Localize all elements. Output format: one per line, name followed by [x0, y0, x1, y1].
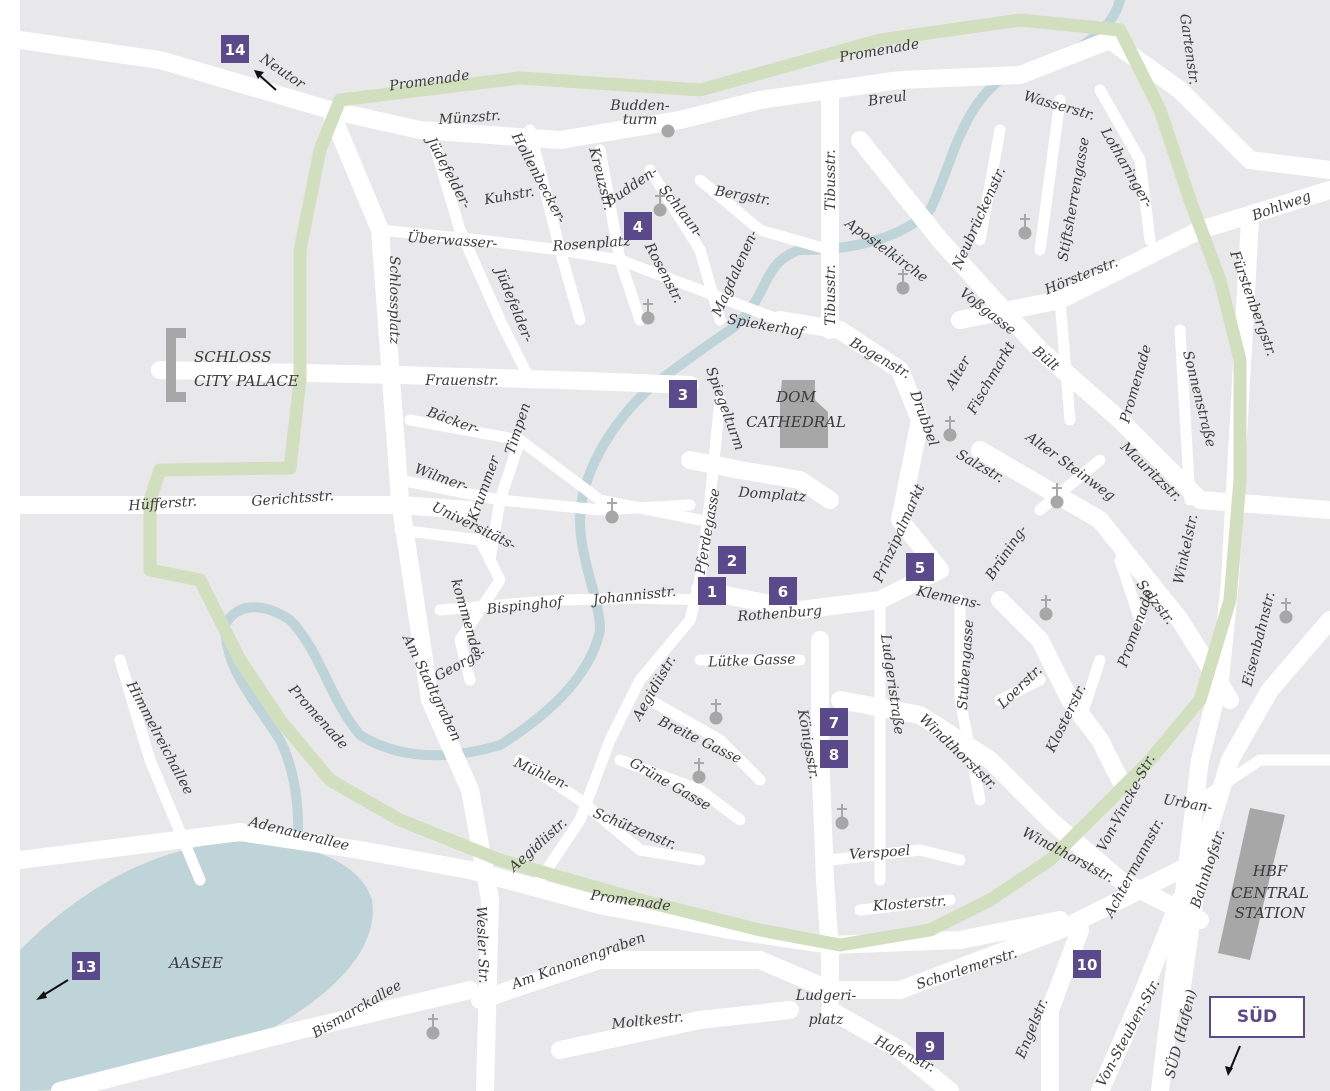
church-icon: [1018, 214, 1032, 240]
aasee-label: AASEE: [167, 954, 223, 972]
church-icon: [426, 1014, 440, 1040]
dom-label-line1: DOM: [775, 388, 816, 406]
church-icon: [653, 191, 667, 217]
svg-text:2: 2: [727, 552, 737, 570]
poi-marker-1[interactable]: 1: [698, 577, 726, 605]
ludgeriplatz-label-line1: Ludgeri-: [795, 988, 857, 1004]
church-icon: [835, 804, 849, 830]
svg-text:5: 5: [915, 559, 925, 577]
church-icon: [605, 498, 619, 524]
street-label: Verspoel: [849, 843, 911, 863]
buddenturm-label-line1: Budden-: [609, 98, 670, 114]
poi-markers[interactable]: 12 3 4 5 6 7 8 9 10 13 14: [72, 35, 1101, 1060]
church-icon: [1039, 595, 1053, 621]
poi-marker-6[interactable]: 6: [769, 577, 797, 605]
road-network: [11, 31, 1330, 1091]
street-label: Rosenplatz: [551, 233, 632, 255]
hbf-station-building: [1218, 808, 1285, 960]
direction-arrow-icon: [36, 70, 1241, 1076]
svg-text:7: 7: [829, 714, 839, 732]
ludgeriplatz-label-line2: platz: [809, 1012, 844, 1028]
promenade-ring: [143, 13, 1247, 952]
poi-marker-5[interactable]: 5: [906, 553, 934, 581]
church-icon: [641, 299, 655, 325]
sud-button[interactable]: SÜD: [1209, 996, 1305, 1038]
street-label: Lütke Gasse: [707, 651, 796, 670]
svg-text:13: 13: [76, 958, 97, 976]
hbf-label-line3: STATION: [1235, 904, 1307, 922]
svg-text:6: 6: [778, 583, 788, 601]
church-icon: [692, 758, 706, 784]
dom-label-line2: CATHEDRAL: [746, 413, 846, 431]
svg-text:1: 1: [707, 583, 717, 601]
schloss-label-line1: SCHLOSS: [194, 348, 271, 366]
church-icon: [1279, 598, 1293, 624]
road-network-minor: [114, 84, 1330, 916]
svg-text:9: 9: [925, 1038, 935, 1056]
street-label: Stubengasse: [955, 619, 977, 710]
street-label: Hüfferstr.: [127, 494, 197, 515]
schloss-label-line2: CITY PALACE: [194, 372, 299, 390]
church-icon: [896, 269, 910, 295]
hbf-label-line1: HBF: [1252, 862, 1288, 880]
river-aa: [220, 0, 1125, 865]
street-label: Tibusstr.: [823, 264, 839, 325]
street-label: Wesler Str.: [473, 906, 492, 984]
street-label: Tibusstr.: [823, 149, 839, 210]
poi-marker-13[interactable]: 13: [72, 952, 100, 980]
dom-cathedral-building: [780, 380, 828, 448]
schloss-building: [166, 328, 186, 402]
street-label: Rothenburg: [736, 603, 822, 625]
svg-text:4: 4: [633, 218, 643, 236]
street-label: Münzstr.: [437, 108, 501, 128]
poi-marker-10[interactable]: 10: [1073, 950, 1101, 978]
svg-text:10: 10: [1077, 956, 1098, 974]
street-label: Schlossplatz: [386, 256, 402, 345]
poi-marker-3[interactable]: 3: [669, 380, 697, 408]
church-icon: [1050, 483, 1064, 509]
svg-text:3: 3: [678, 386, 688, 404]
church-icon: [943, 416, 957, 442]
church-icons: [426, 124, 1293, 1040]
aasee-lake: [20, 841, 373, 1091]
street-label: Moltkestr.: [610, 1009, 684, 1033]
poi-marker-4[interactable]: 4: [624, 212, 652, 240]
tower-icon: [661, 124, 675, 138]
poi-marker-2[interactable]: 2: [718, 546, 746, 574]
street-label: Gerichtsstr.: [251, 488, 335, 510]
street-label: Klosterstr.: [871, 893, 947, 914]
poi-marker-8[interactable]: 8: [820, 740, 848, 768]
svg-text:8: 8: [829, 746, 839, 764]
church-icon: [709, 699, 723, 725]
street-label: Domplatz: [737, 485, 807, 506]
poi-marker-9[interactable]: 9: [916, 1032, 944, 1060]
svg-text:14: 14: [225, 41, 246, 59]
poi-marker-14[interactable]: 14: [221, 35, 249, 63]
poi-marker-7[interactable]: 7: [820, 708, 848, 736]
buddenturm-label-line2: turm: [623, 112, 658, 128]
hbf-label-line2: CENTRAL: [1231, 884, 1309, 902]
street-label: Breul: [866, 88, 908, 109]
street-label: Frauenstr.: [424, 373, 499, 389]
